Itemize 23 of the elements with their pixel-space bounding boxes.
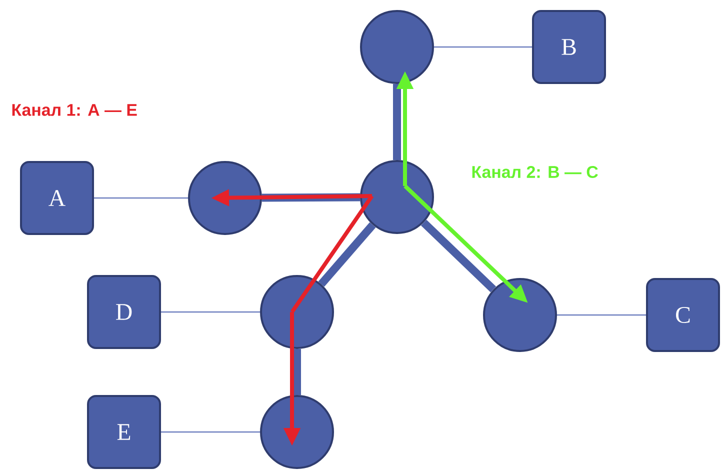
switch-circle <box>260 275 334 349</box>
link-line <box>557 314 646 316</box>
station-box: E <box>87 395 161 469</box>
switch-circle <box>360 160 434 234</box>
trunk-link <box>393 84 401 160</box>
trunk-link <box>318 222 376 287</box>
station-box: B <box>532 10 606 84</box>
switch-circle <box>360 10 434 84</box>
link-line <box>161 431 260 433</box>
channel-label: Канал 1: A — E <box>12 104 137 116</box>
station-box: A <box>20 161 94 235</box>
station-box: C <box>646 278 720 352</box>
switch-circle <box>260 395 334 469</box>
switch-circle <box>483 278 557 352</box>
trunk-link <box>293 349 301 395</box>
link-line <box>434 46 532 48</box>
channel-label: Канал 2: B — C <box>472 166 598 178</box>
trunk-link <box>420 220 496 292</box>
switch-circle <box>188 161 262 235</box>
trunk-link <box>262 193 360 202</box>
link-line <box>94 197 188 199</box>
link-line <box>161 311 260 313</box>
station-box: D <box>87 275 161 349</box>
